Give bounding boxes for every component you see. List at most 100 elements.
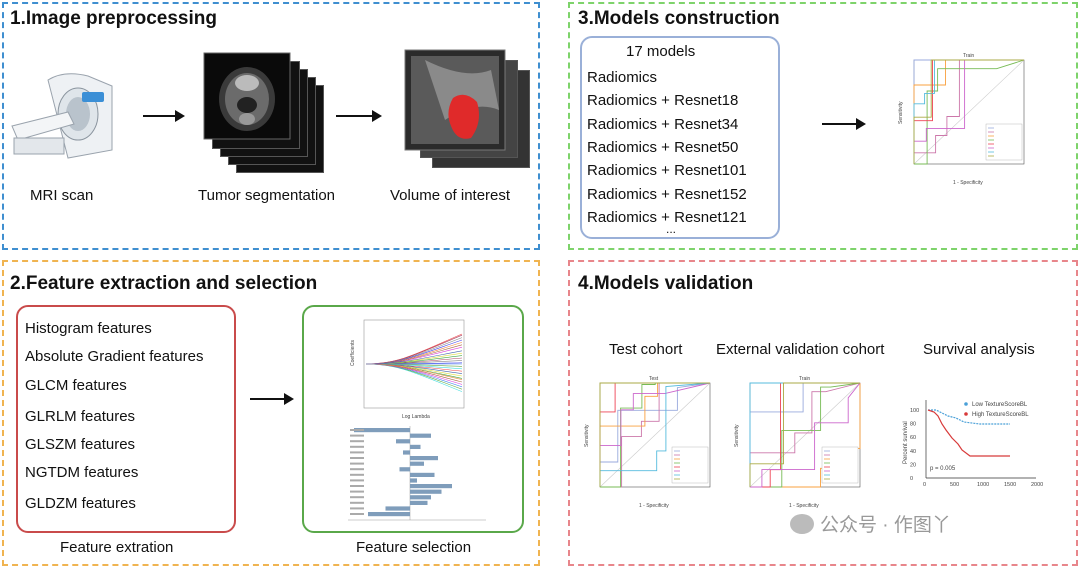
importance-bar [410, 500, 428, 505]
importance-bar [399, 467, 410, 472]
roc-legend [985, 123, 1023, 161]
model-item: Radiomics [587, 69, 658, 86]
roc-curve [599, 382, 711, 487]
importance-bar [410, 433, 431, 438]
feature-item: GLRLM features [25, 408, 136, 425]
mri-scanner-icon [11, 73, 113, 159]
panel-image-preprocessing [2, 2, 540, 250]
label-feature-selection: Feature selection [356, 539, 472, 556]
importance-bar [403, 450, 410, 455]
legend-low: Low TextureScoreBL [972, 402, 1028, 408]
survival-x-tick: 2000 [1031, 482, 1043, 488]
lasso-ylabel: Coefficients [350, 339, 356, 366]
arrow-1 [143, 110, 185, 122]
roc-chart-external: Train 1 - Specificity Sensitivity [734, 376, 861, 509]
roc-curve [600, 382, 710, 488]
roc-xlabel: 1 - Specificity [953, 180, 983, 186]
survival-x-tick: 1500 [1004, 482, 1016, 488]
volume-of-interest-image [404, 49, 506, 151]
roc-ylabel: Sensitivity [584, 424, 590, 447]
roc-xlabel: 1 - Specificity [639, 503, 669, 509]
feature-item: Histogram features [25, 320, 152, 337]
subtitle-test-cohort: Test cohort [609, 341, 683, 358]
subtitle-external-validation: External validation cohort [716, 341, 885, 358]
roc-ylabel: Sensitivity [898, 101, 904, 124]
panel-models-validation [568, 260, 1078, 566]
survival-x-tick: 500 [950, 482, 959, 488]
panel2-title: 2.Feature extraction and selection [10, 273, 318, 294]
feature-item: Absolute Gradient features [25, 348, 204, 365]
survival-y-tick: 80 [910, 422, 916, 428]
importance-bar [368, 512, 410, 517]
model-item: Radiomics + Resnet101 [587, 162, 747, 179]
lasso-xlabel: Log Lambda [402, 414, 430, 420]
roc-title: Test [649, 376, 659, 382]
wechat-icon [790, 513, 814, 534]
roc-title: Train [799, 376, 810, 382]
importance-bar [410, 478, 417, 483]
roc-chart-train: Train 1 - Specificity Sensitivity [898, 53, 1025, 186]
feature-importance-bars [348, 426, 486, 521]
label-feature-extraction: Feature extration [60, 539, 174, 556]
feature-item: GLDZM features [25, 495, 136, 512]
arrow-4 [822, 118, 866, 130]
survival-curve-low [928, 409, 1010, 425]
roc-curve [750, 382, 861, 488]
label-volume-of-interest: Volume of interest [390, 187, 511, 204]
model-item: Radiomics + Resnet152 [587, 186, 747, 203]
roc-legend [821, 446, 859, 484]
importance-bar [410, 495, 431, 500]
survival-curve-high [927, 409, 1010, 457]
watermark: 公众号 · 作图丫 [790, 510, 951, 537]
survival-x-tick: 0 [923, 482, 926, 488]
roc-curve [749, 382, 860, 487]
model-item: Radiomics + Resnet50 [587, 139, 739, 156]
subtitle-survival-analysis: Survival analysis [923, 341, 1035, 358]
arrow-3 [250, 393, 294, 405]
mri-head-image [203, 52, 291, 140]
roc-title: Train [963, 53, 974, 59]
arrow-2 [336, 110, 382, 122]
panel3-title: 3.Models construction [578, 8, 780, 29]
lasso-paths [365, 333, 463, 392]
panel1-title: 1.Image preprocessing [10, 8, 217, 29]
survival-y-tick: 60 [910, 435, 916, 441]
panel-feature-extraction [2, 260, 540, 566]
model-item: Radiomics + Resnet34 [587, 116, 739, 133]
importance-bar [410, 456, 438, 461]
roc-curve [750, 382, 861, 488]
importance-bar [396, 439, 410, 444]
roc-ylabel: Sensitivity [734, 424, 740, 447]
survival-ylabel: Percent survival [903, 421, 909, 464]
feature-item: GLCM features [25, 377, 127, 394]
importance-bar [410, 444, 421, 449]
model-ellipsis: ... [666, 222, 677, 236]
survival-pvalue: p = 0.005 [930, 466, 956, 472]
label-tumor-segmentation: Tumor segmentation [198, 187, 336, 204]
watermark-text: 公众号 · 作图丫 [820, 515, 951, 536]
importance-bar [410, 472, 435, 477]
roc-xlabel: 1 - Specificity [789, 503, 819, 509]
roc-curve [913, 59, 1024, 164]
roc-curve [599, 382, 710, 487]
panel-models-construction [568, 2, 1078, 250]
legend-high: High TextureScoreBL [972, 412, 1029, 418]
survival-y-tick: 0 [910, 476, 913, 482]
survival-y-tick: 100 [910, 408, 919, 414]
importance-bar [410, 484, 452, 489]
model-item: Radiomics + Resnet18 [587, 92, 739, 109]
model-list-box [580, 36, 780, 239]
importance-bar [410, 489, 442, 494]
survival-x-tick: 1000 [977, 482, 989, 488]
survival-x-ticks: 0 500 1000 1500 2000 [923, 482, 1043, 488]
model-count: 17 models [626, 43, 696, 60]
importance-bar [410, 461, 424, 466]
roc-chart-test: Test 1 - Specificity Sensitivity [584, 376, 711, 509]
legend-marker-low [964, 402, 968, 406]
feature-item: NGTDM features [25, 464, 139, 481]
feature-list-box [16, 305, 236, 533]
lasso-coefficient-plot: Coefficients Log Lambda [350, 319, 465, 420]
survival-y-tick: 20 [910, 462, 916, 468]
